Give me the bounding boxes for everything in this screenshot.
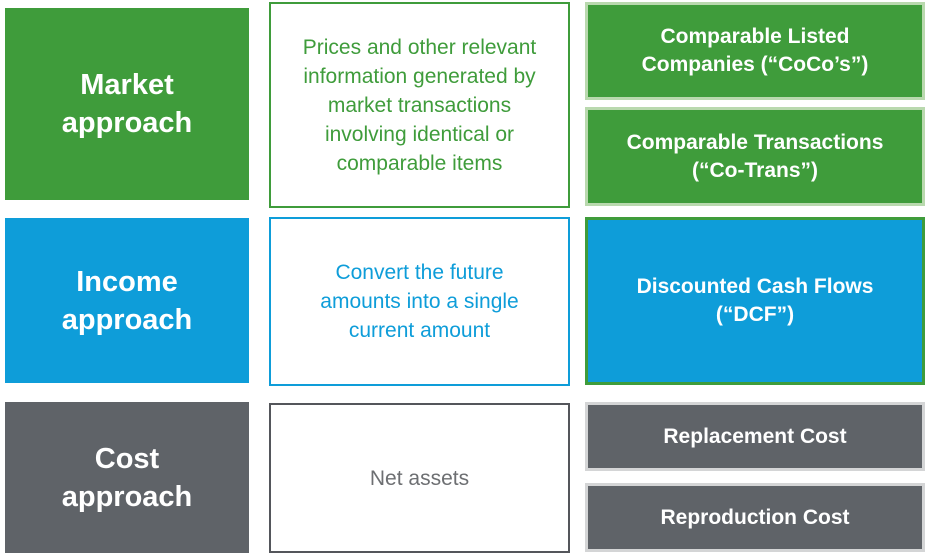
method-replacement-cost-box: Replacement Cost <box>585 402 925 471</box>
market-approach-box: Market approach <box>5 8 249 200</box>
method-comparable-transactions-box: Comparable Transactions (“Co-Trans”) <box>585 107 925 206</box>
cost-description-box: Net assets <box>269 403 570 553</box>
method-discounted-cash-flows-label: Discounted Cash Flows (“DCF”) <box>636 275 874 326</box>
market-description-text: Prices and other relevant information ge… <box>302 35 537 175</box>
method-reproduction-cost-box: Reproduction Cost <box>585 483 925 552</box>
income-description-box: Convert the future amounts into a single… <box>269 217 570 386</box>
method-comparable-listed-companies-label: Comparable Listed Companies (“CoCo’s”) <box>641 25 869 76</box>
cost-description-text: Net assets <box>369 466 470 490</box>
market-approach-label: Market approach <box>61 69 193 139</box>
cost-approach-box: Cost approach <box>5 402 249 553</box>
method-reproduction-cost-label: Reproduction Cost <box>660 505 850 529</box>
income-description-text: Convert the future amounts into a single… <box>320 261 519 342</box>
method-discounted-cash-flows-box: Discounted Cash Flows (“DCF”) <box>585 217 925 385</box>
cost-approach-label: Cost approach <box>61 442 193 513</box>
income-approach-label: Income approach <box>61 265 193 336</box>
method-replacement-cost-label: Replacement Cost <box>663 424 847 448</box>
market-description-box: Prices and other relevant information ge… <box>269 2 570 208</box>
method-comparable-listed-companies-box: Comparable Listed Companies (“CoCo’s”) <box>585 2 925 100</box>
income-approach-box: Income approach <box>5 218 249 383</box>
method-comparable-transactions-label: Comparable Transactions (“Co-Trans”) <box>626 130 884 182</box>
